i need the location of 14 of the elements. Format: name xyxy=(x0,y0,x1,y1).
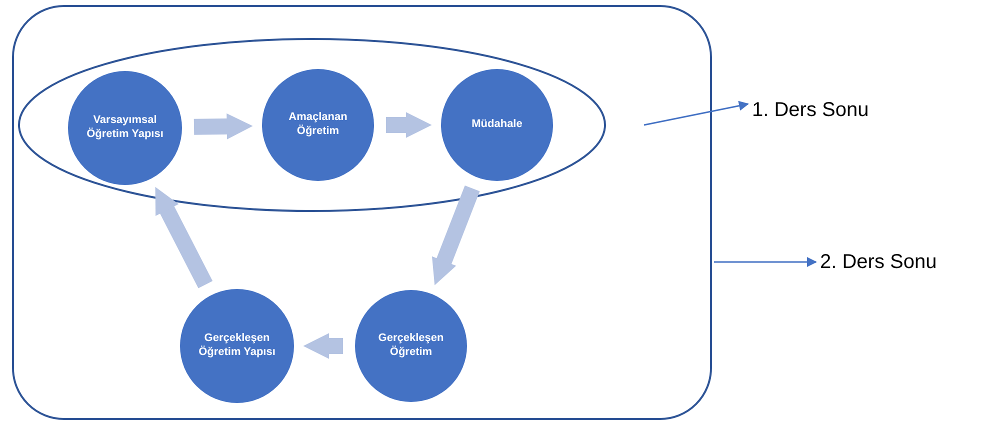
block-arrow xyxy=(303,333,343,359)
arrow xyxy=(714,257,817,267)
process-circle: Amaçlanan Öğretim xyxy=(262,69,374,181)
process-circle: Gerçekleşen Öğretim xyxy=(355,290,467,402)
process-circle: Müdahale xyxy=(441,69,553,181)
stage-label: 2. Ders Sonu xyxy=(820,250,937,274)
block-arrow xyxy=(432,185,480,286)
block-arrow xyxy=(386,112,432,138)
block-arrow xyxy=(194,113,253,140)
process-circle: Gerçekleşen Öğretim Yapısı xyxy=(180,289,294,403)
process-circle: Varsayımsal Öğretim Yapısı xyxy=(68,71,182,185)
arrow xyxy=(644,100,749,126)
stage-label: 1. Ders Sonu xyxy=(752,98,869,122)
rounded-frame xyxy=(12,5,712,420)
